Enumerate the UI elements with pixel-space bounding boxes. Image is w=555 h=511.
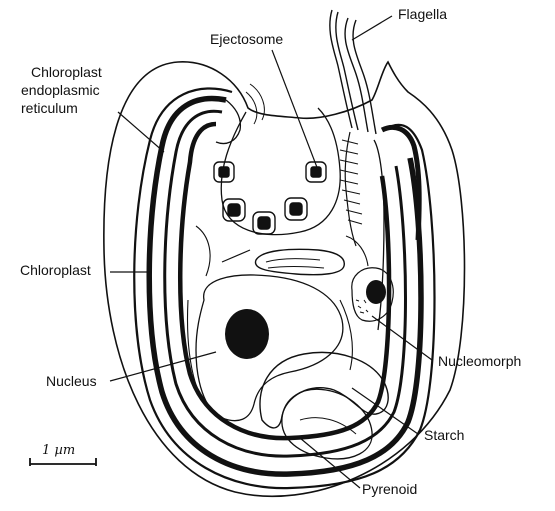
- label-chloroplast-er-line3: reticulum: [21, 100, 78, 116]
- label-chloroplast-er-line1: Chloroplast: [31, 64, 102, 80]
- label-chloroplast-er-line2: endoplasmic: [21, 82, 100, 98]
- label-starch: Starch: [424, 427, 464, 443]
- nucleolus: [225, 309, 269, 359]
- label-nucleus: Nucleus: [46, 373, 97, 389]
- scale-bar-label: 1 µm: [42, 443, 75, 458]
- golgi-detail: [266, 259, 324, 268]
- nucleomorph: [366, 280, 386, 304]
- nucleus-envelope: [196, 275, 343, 421]
- ejectosome-4-inner: [290, 203, 302, 215]
- rootlet-hatching: [340, 140, 362, 224]
- small-vesicle: [222, 250, 250, 262]
- ejectosomes: [214, 162, 326, 234]
- label-pyrenoid: Pyrenoid: [362, 481, 417, 497]
- leader-chloroplast-er: [118, 112, 164, 152]
- nucleomorph-dots: [356, 300, 368, 313]
- ejectosome-2-inner: [228, 204, 240, 216]
- pyrenoid-thylakoid: [300, 418, 356, 434]
- leader-nucleus: [110, 352, 216, 381]
- ejectosome-5-inner: [311, 167, 321, 177]
- ejectosome-3-inner: [258, 217, 270, 229]
- chloroplast-band-3: [180, 124, 389, 438]
- label-flagella: Flagella: [398, 6, 447, 22]
- inner-membrane-right: [340, 236, 368, 370]
- rootlet: [345, 132, 356, 246]
- leader-ejectosome: [272, 50, 318, 170]
- chloroplast-hook: [216, 100, 240, 144]
- golgi-body: [255, 249, 344, 274]
- label-chloroplast: Chloroplast: [20, 262, 91, 278]
- ejectosome-1-inner: [219, 167, 229, 177]
- scale-bar: 1 µm: [30, 443, 96, 466]
- hook-detail: [246, 84, 264, 124]
- label-nucleomorph: Nucleomorph: [438, 353, 521, 369]
- leader-flagella: [352, 16, 392, 40]
- label-ejectosome: Ejectosome: [210, 31, 283, 47]
